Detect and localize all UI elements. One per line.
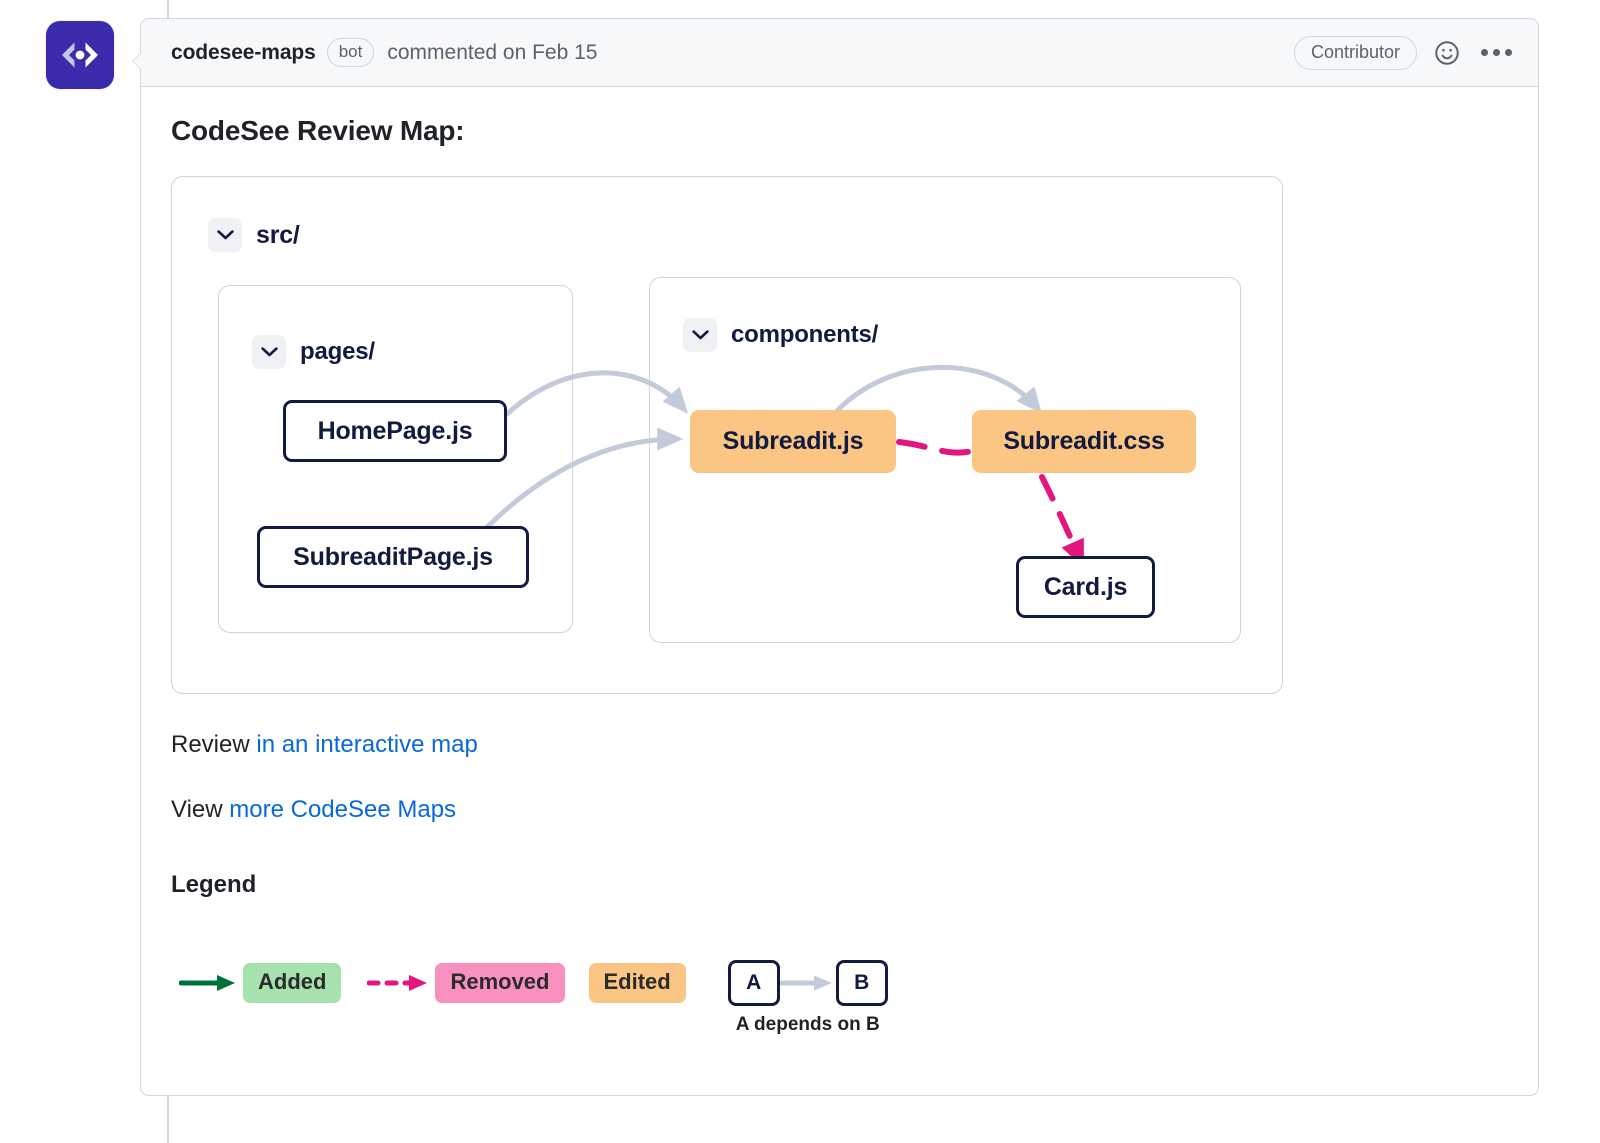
depends-arrow-icon	[779, 973, 836, 993]
chevron-down-icon[interactable]	[208, 218, 242, 252]
comment-body: CodeSee Review Map:	[141, 87, 1538, 1035]
legend-depends-group: A B A depends on B	[727, 960, 888, 1035]
codesee-logo-icon	[58, 40, 102, 70]
review-map: src/ pages/ components/ HomePage.js	[171, 176, 1283, 694]
comment-timestamp: commented on Feb 15	[387, 40, 598, 64]
legend-depends-caption: A depends on B	[735, 1014, 880, 1035]
legend-box-b: B	[835, 960, 888, 1006]
comment-header: codesee-maps bot commented on Feb 15 Con…	[141, 19, 1538, 87]
view-line: View more CodeSee Maps	[171, 796, 1508, 824]
legend-added-chip: Added	[243, 963, 342, 1003]
group-label-components: components/	[731, 321, 879, 348]
legend-heading: Legend	[171, 871, 257, 898]
node-subreadit-css[interactable]: Subreadit.css	[972, 410, 1196, 473]
group-label-src: src/	[256, 220, 300, 249]
legend-edited-chip: Edited	[588, 963, 686, 1003]
group-header-src[interactable]: src/	[208, 218, 300, 252]
chevron-down-icon[interactable]	[252, 335, 286, 369]
comment-header-actions: Contributor	[1293, 35, 1516, 70]
kebab-menu-icon[interactable]	[1477, 49, 1516, 56]
group-header-components[interactable]: components/	[683, 318, 878, 352]
node-card-js[interactable]: Card.js	[1016, 556, 1155, 618]
avatar[interactable]	[46, 21, 114, 89]
smiley-icon[interactable]	[1433, 39, 1461, 67]
comment-author[interactable]: codesee-maps	[171, 40, 316, 64]
contributor-badge: Contributor	[1293, 35, 1417, 70]
node-subreadit-js[interactable]: Subreadit.js	[690, 410, 896, 473]
group-header-pages[interactable]: pages/	[252, 335, 375, 369]
comment-notch-fill	[133, 52, 142, 70]
more-codesee-maps-link[interactable]: more CodeSee Maps	[229, 796, 457, 823]
chevron-down-icon[interactable]	[683, 318, 717, 352]
page-title: CodeSee Review Map:	[171, 115, 465, 146]
legend-removed-chip: Removed	[435, 963, 565, 1003]
interactive-map-link[interactable]: in an interactive map	[256, 731, 478, 758]
node-subreaditpage-js[interactable]: SubreaditPage.js	[257, 526, 529, 588]
removed-arrow-icon	[367, 972, 431, 994]
legend-row: Added Removed Edited A	[171, 955, 1508, 1035]
node-homepage-js[interactable]: HomePage.js	[283, 400, 507, 462]
group-label-pages: pages/	[300, 338, 375, 365]
review-prefix: Review	[171, 731, 257, 758]
view-prefix: View	[171, 796, 230, 823]
legend-box-a: A	[727, 960, 780, 1006]
review-line: Review in an interactive map	[171, 731, 1508, 759]
bot-badge: bot	[326, 38, 375, 67]
added-arrow-icon	[179, 972, 239, 994]
comment-card: codesee-maps bot commented on Feb 15 Con…	[132, 18, 1539, 1096]
